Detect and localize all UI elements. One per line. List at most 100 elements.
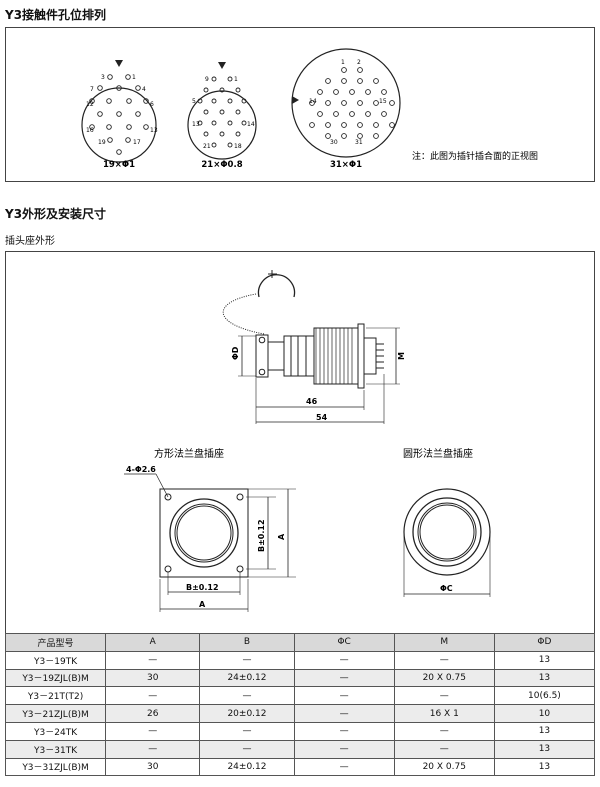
table-cell: — — [199, 739, 295, 759]
pin-label: 13 — [192, 121, 200, 128]
dim-a-vertical: A — [277, 533, 286, 540]
pin-hole — [357, 122, 363, 128]
pin-hole — [349, 111, 355, 117]
pin-hole — [357, 100, 363, 106]
pin-layout-note: 注：此图为插针插合面的正视图 — [412, 150, 538, 162]
side-view — [222, 270, 400, 424]
pin-hole — [341, 122, 347, 128]
pin-label: 19 — [98, 139, 106, 146]
table-row: Y3－31TK————13 — [4, 739, 596, 759]
round-flange-caption: 圆形法兰盘插座 — [403, 447, 473, 460]
pin-label: 13 — [150, 127, 158, 134]
table-cell: Y3－19TK — [4, 650, 107, 670]
table-cell: — — [199, 650, 295, 670]
pin-label: 5 — [192, 98, 196, 105]
pin-label: 17 — [133, 139, 141, 146]
table-row: Y3－21T(T2)————10(6.5) — [4, 686, 596, 706]
pattern-label-31: 31×Φ1 — [330, 160, 362, 170]
pin-label: 16 — [86, 127, 94, 134]
table-cell: 20 X 0.75 — [393, 668, 495, 688]
dim-a-horizontal: A — [199, 600, 206, 609]
pin-hole — [373, 100, 379, 106]
pin-hole — [325, 78, 331, 84]
pin-label: 18 — [234, 143, 242, 150]
table-cell: — — [393, 686, 495, 706]
table-header: B — [199, 633, 295, 652]
table-cell: — — [199, 686, 295, 706]
pin-hole — [357, 133, 363, 139]
dim-46-label: 46 — [306, 397, 318, 406]
pin-hole — [373, 122, 379, 128]
table-cell: 13 — [493, 757, 596, 777]
pin-label: 14 — [309, 98, 317, 105]
pin-hole — [341, 133, 347, 139]
table-cell: 24±0.12 — [199, 757, 295, 777]
round-flange-view — [403, 488, 491, 597]
dim-b-vertical: B±0.12 — [257, 519, 266, 552]
holes-label: 4-Φ2.6 — [126, 465, 156, 474]
pattern-19-pin: 3 1 7 4 12 6 16 13 19 17 19×Φ1 — [81, 60, 158, 170]
pin-label: 30 — [330, 139, 338, 146]
table-cell: — — [293, 686, 395, 706]
pin-label: 14 — [247, 121, 255, 128]
table-cell: — — [199, 721, 295, 741]
pin-hole — [389, 100, 395, 106]
pin-hole — [309, 122, 315, 128]
pin-hole — [325, 122, 331, 128]
pin-hole — [341, 100, 347, 106]
table-cell: — — [393, 739, 495, 759]
dim-54-label: 54 — [316, 413, 328, 422]
table-cell: 20 X 0.75 — [393, 757, 495, 777]
table-cell: — — [293, 650, 395, 670]
pin-hole — [373, 78, 379, 84]
pin-hole — [333, 111, 339, 117]
pin-hole — [341, 67, 347, 73]
pin-label: 15 — [379, 98, 387, 105]
section-title-dimensions: Y3外形及安装尺寸 — [5, 207, 107, 221]
pin-hole — [341, 78, 347, 84]
dim-d-label: ΦD — [231, 346, 240, 360]
table-cell: Y3－21T(T2) — [4, 686, 107, 706]
table-header: 产品型号 — [4, 633, 107, 652]
pin-label: 1 — [341, 59, 345, 66]
table-cell: Y3－21ZJL(B)M — [4, 704, 107, 723]
table-cell: — — [105, 721, 201, 741]
pin-hole — [357, 78, 363, 84]
pattern-31-pin: 1 2 14 15 30 31 31×Φ1 — [291, 48, 401, 170]
pin-hole — [373, 133, 379, 139]
pattern-21-pin: 9 1 5 13 14 21 18 21×Φ0.8 — [187, 62, 257, 170]
table-cell: 16 X 1 — [393, 704, 495, 723]
table-cell: — — [105, 739, 201, 759]
pin-label: 21 — [203, 143, 211, 150]
table-cell: — — [293, 704, 395, 723]
table-cell: Y3－24TK — [4, 721, 107, 741]
pin-label: 7 — [90, 86, 94, 93]
pin-hole — [325, 100, 331, 106]
table-cell: 30 — [105, 668, 201, 688]
table-header: M — [393, 633, 495, 652]
table-cell: 13 — [493, 721, 596, 741]
section-subtitle-outline: 插头座外形 — [5, 236, 55, 247]
table-cell: — — [105, 650, 201, 670]
pattern-label-21: 21×Φ0.8 — [201, 160, 242, 170]
pin-hole — [325, 133, 331, 139]
table-cell: Y3－31TK — [4, 739, 107, 759]
pin-hole — [333, 89, 339, 95]
pin-layout-drawing: 3 1 7 4 12 6 16 13 19 17 19×Φ1 — [81, 48, 538, 170]
pin-label: 9 — [205, 76, 209, 83]
dim-b-horizontal: B±0.12 — [186, 583, 219, 592]
table-row: Y3－19TK————13 — [4, 650, 596, 670]
pin-label: 1 — [234, 76, 238, 83]
table-cell: — — [293, 739, 395, 759]
table-cell: — — [393, 650, 495, 670]
table-cell: 26 — [105, 704, 201, 723]
square-flange-view — [124, 473, 296, 612]
table-header: ΦD — [493, 633, 596, 652]
pin-hole — [349, 89, 355, 95]
pin-label: 31 — [355, 139, 363, 146]
table-cell: 13 — [493, 668, 596, 688]
table-cell: — — [105, 686, 201, 706]
